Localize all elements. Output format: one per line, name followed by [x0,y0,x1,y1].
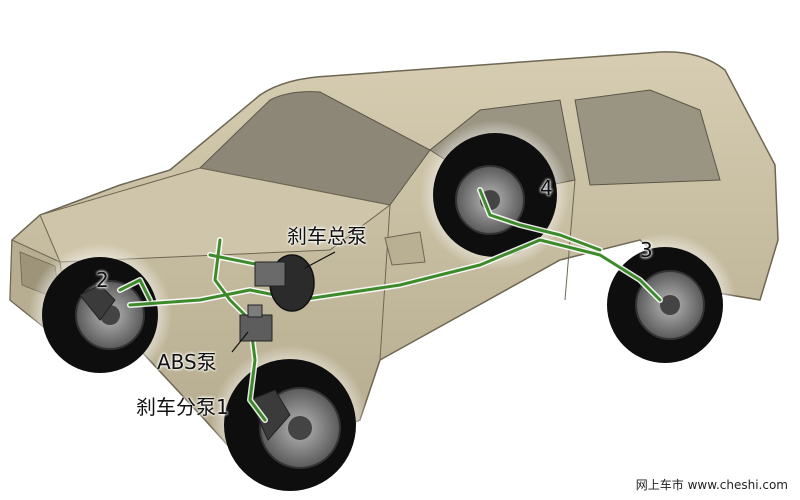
wheel-rear-right [593,233,737,377]
side-window-rear [574,89,721,186]
abs-pump [239,304,273,342]
leader-master-cylinder [304,251,336,269]
hood-line [39,167,392,263]
windshield [198,91,431,206]
leader-abs [231,331,249,353]
label-wheel-2: 2 [96,268,109,292]
master-cylinder [254,254,315,312]
label-abs-pump: ABS泵 [157,350,217,374]
leader-lines [231,251,336,421]
label-master-cylinder: 刹车总泵 [287,224,367,248]
watermark: 网上车市 www.cheshi.com [631,475,792,494]
wheel-front-right [210,345,370,500]
side-mirror [384,231,426,266]
label-wheel-3: 3 [640,238,653,262]
leader-wheel-cylinder-1 [237,407,259,421]
label-wheel-4: 4 [540,176,553,200]
wheel-front-left [28,243,172,387]
label-wheel-cylinder-1: 刹车分泵1 [136,395,229,419]
